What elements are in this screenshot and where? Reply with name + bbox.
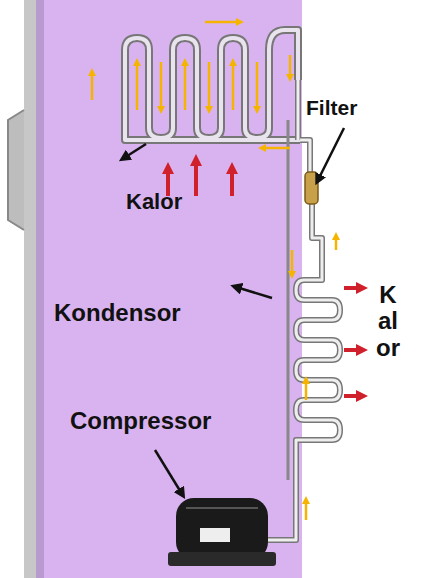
part-label: Compressor (70, 408, 211, 434)
heat-arrows (168, 160, 362, 396)
door-handle (8, 110, 24, 230)
part-label: Kondensor (54, 300, 181, 326)
door-edge (24, 0, 44, 578)
heat-label: Kalor (126, 190, 182, 214)
flow-arrows (92, 22, 336, 520)
evaporator-coil (125, 30, 300, 140)
compressor-unit (168, 498, 276, 566)
fridge-body (44, 0, 302, 578)
door-seal (36, 0, 44, 578)
heat-label: Kalor (376, 282, 400, 361)
part-label: Filter (306, 96, 357, 119)
filter-drier (305, 172, 318, 204)
